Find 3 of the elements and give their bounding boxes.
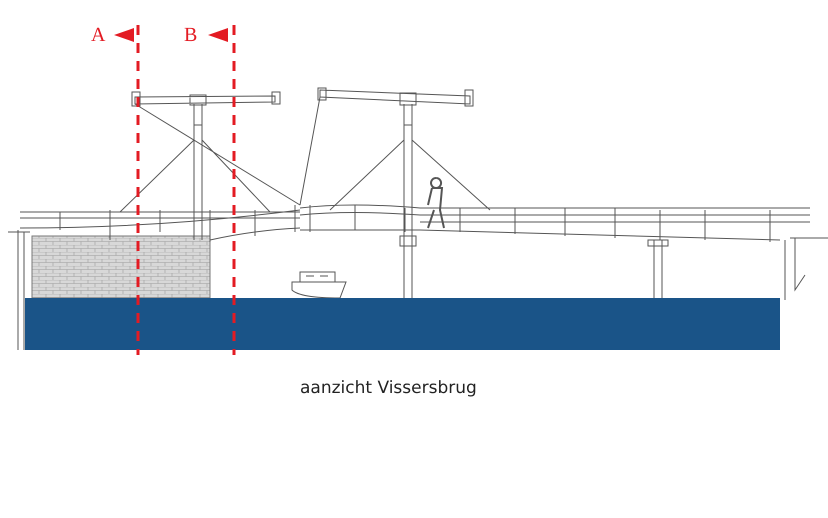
section-label: A [91,25,106,45]
section-label: B [184,25,198,45]
caption: aanzicht Vissersbrug [300,378,477,398]
